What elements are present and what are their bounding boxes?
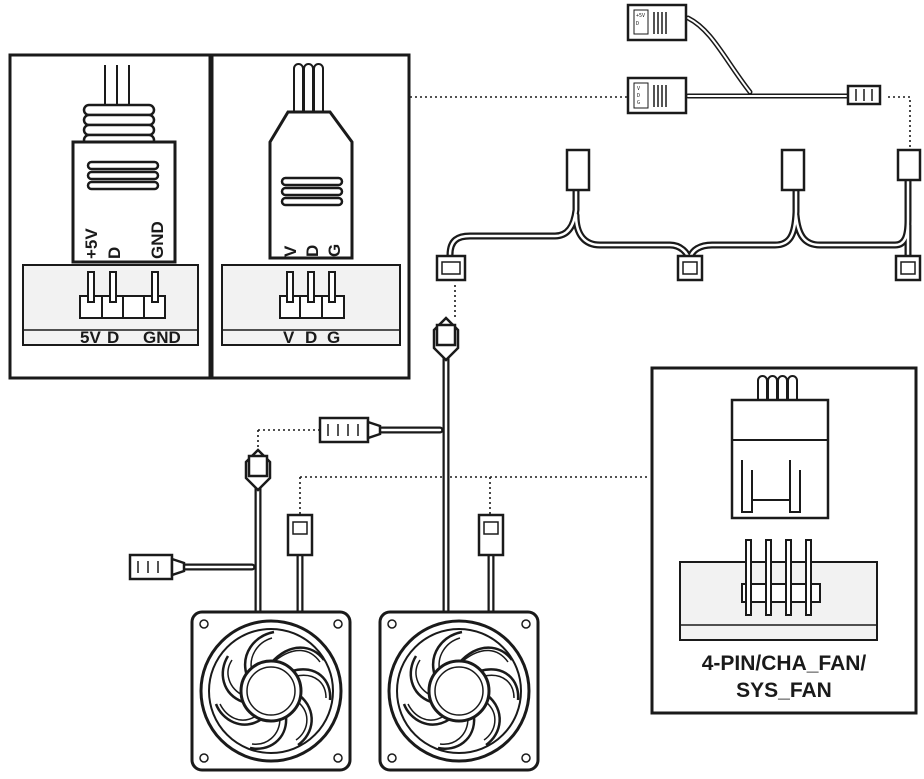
rgb-plug-label-g: G bbox=[325, 244, 344, 257]
fan-header-caption-line2: SYS_FAN bbox=[736, 679, 832, 702]
fan-2-icon bbox=[378, 610, 540, 772]
splitter-bottom-label-d: D bbox=[637, 93, 640, 99]
rgb-header-label-g: G bbox=[327, 328, 340, 347]
rgb-header-label-v: V bbox=[283, 328, 295, 347]
argb-plug-label-gnd: GND bbox=[148, 221, 167, 259]
argb-plug-label-5v: +5V bbox=[82, 228, 101, 259]
splitter-bottom-label-v: V bbox=[637, 86, 640, 92]
fan1-pwm-connector-icon bbox=[286, 513, 314, 557]
dotted-guides bbox=[257, 96, 911, 515]
splitter-top-label-5v: +5V bbox=[636, 13, 645, 19]
argb-header-label-gnd: GND bbox=[143, 328, 181, 347]
argb-panel: +5V D GND 5V D GND bbox=[8, 53, 212, 380]
rgb-plug-label-d: D bbox=[303, 245, 322, 257]
argb-plug-label-d: D bbox=[105, 247, 124, 259]
fan-header-caption-line1: 4-PIN/CHA_FAN/ bbox=[702, 652, 867, 675]
fan-header-pins bbox=[745, 539, 812, 616]
fan2-pwm-connector-icon bbox=[477, 513, 505, 557]
fan1-aux-connector-icon bbox=[128, 553, 174, 581]
chain-connector-6-icon bbox=[894, 254, 922, 282]
chain-connector-5-icon bbox=[676, 254, 704, 282]
fan-cables bbox=[176, 341, 495, 616]
chain-connector-3-icon bbox=[896, 148, 922, 182]
argb-header-label-5v: 5V bbox=[80, 328, 101, 347]
rgb-y-splitter: +5V D V D G bbox=[626, 3, 882, 115]
fan-header-panel: 4-PIN/CHA_FAN/ SYS_FAN bbox=[650, 366, 918, 715]
argb-header-label-d: D bbox=[107, 328, 119, 347]
chain-connector-4-icon bbox=[435, 254, 467, 282]
rgb-panel: V D G V D G bbox=[210, 53, 411, 380]
chain-connector-2-icon bbox=[780, 148, 806, 192]
fan-1-icon bbox=[190, 610, 352, 772]
argb-header-pins bbox=[87, 271, 159, 303]
chain-connector-1-icon bbox=[565, 148, 591, 192]
splitter-bottom-label-g: G bbox=[637, 100, 640, 106]
rgb-plug-label-v: V bbox=[281, 245, 300, 257]
daisy-chain-cable bbox=[435, 148, 922, 282]
rgb-header-label-d: D bbox=[305, 328, 317, 347]
fan-plug-icon bbox=[730, 398, 830, 520]
fan2-aux-connector-icon bbox=[318, 416, 370, 444]
rgb-header-pins bbox=[286, 271, 336, 303]
splitter-top-label-d: D bbox=[636, 21, 639, 27]
